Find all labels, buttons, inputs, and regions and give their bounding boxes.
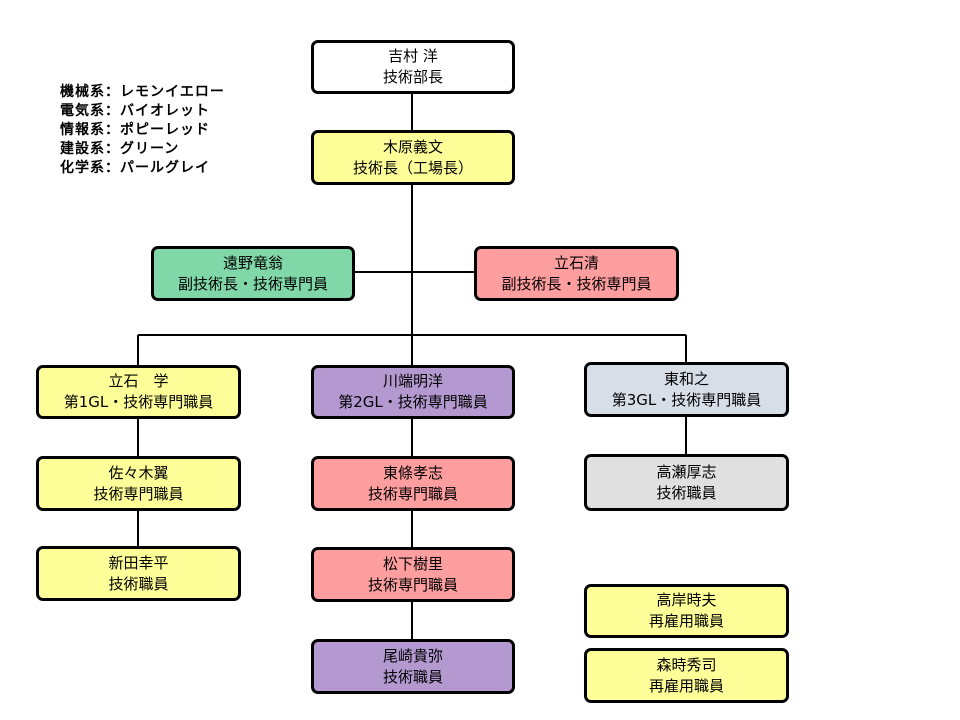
node-staff-tojo: 東條孝志 技術専門職員 bbox=[311, 456, 515, 511]
node-title: 第3GL・技術専門職員 bbox=[611, 390, 762, 409]
node-title: 第2GL・技術専門職員 bbox=[338, 393, 488, 411]
node-technical-director: 吉村 洋 技術部長 bbox=[311, 40, 515, 94]
node-title: 第1GL・技術専門職員 bbox=[63, 393, 214, 411]
node-name: 松下樹里 bbox=[382, 554, 443, 573]
node-staff-takase: 高瀬厚志 技術職員 bbox=[584, 454, 789, 511]
node-staff-ozaki: 尾崎貴弥 技術職員 bbox=[311, 639, 515, 694]
node-name: 森時秀司 bbox=[656, 655, 717, 674]
node-title: 技術専門職員 bbox=[93, 484, 184, 503]
node-name: 高瀬厚志 bbox=[656, 462, 717, 481]
node-name: 高岸時夫 bbox=[656, 591, 717, 609]
node-name: 川端明洋 bbox=[382, 372, 443, 390]
node-name: 吉村 洋 bbox=[388, 47, 438, 65]
node-title: 再雇用職員 bbox=[648, 612, 724, 630]
node-title: 技術長（工場長） bbox=[352, 158, 473, 177]
node-title: 技術職員 bbox=[382, 667, 443, 686]
node-group1-leader: 立石 学 第1GL・技術専門職員 bbox=[36, 365, 241, 419]
node-title: 技術専門職員 bbox=[367, 575, 458, 594]
legend-item-information: 情報系：ポピーレッド bbox=[60, 122, 210, 138]
node-name: 東和之 bbox=[663, 369, 709, 388]
legend-item-construction: 建設系：グリーン bbox=[60, 141, 180, 157]
node-name: 新田幸平 bbox=[108, 553, 169, 572]
node-name: 立石 学 bbox=[108, 372, 169, 390]
node-title: 副技術長・技術専門員 bbox=[501, 274, 652, 293]
node-deputy-chief-tono: 遠野竜翁 副技術長・技術専門員 bbox=[151, 246, 355, 301]
legend-item-mechanical: 機械系：レモンイエロー bbox=[60, 84, 225, 100]
node-name: 尾崎貴弥 bbox=[382, 646, 443, 665]
node-staff-nitta: 新田幸平 技術職員 bbox=[36, 546, 241, 601]
node-title: 技術職員 bbox=[656, 483, 717, 502]
node-name: 佐々木翼 bbox=[108, 463, 169, 482]
node-staff-takagishi: 高岸時夫 再雇用職員 bbox=[584, 584, 789, 638]
node-staff-mori: 森時秀司 再雇用職員 bbox=[584, 648, 789, 703]
node-title: 技術部長 bbox=[382, 68, 443, 86]
color-legend: 機械系：レモンイエロー 電気系：バイオレット 情報系：ポピーレッド 建設系：グリ… bbox=[60, 83, 225, 178]
node-staff-sasaki: 佐々木翼 技術専門職員 bbox=[36, 456, 241, 511]
node-group2-leader: 川端明洋 第2GL・技術専門職員 bbox=[311, 365, 515, 419]
node-deputy-chief-tateishi: 立石清 副技術長・技術専門員 bbox=[474, 246, 679, 301]
node-title: 技術専門職員 bbox=[367, 484, 458, 503]
node-title: 再雇用職員 bbox=[648, 676, 724, 695]
node-name: 東條孝志 bbox=[382, 463, 443, 482]
legend-item-chemical: 化学系：パールグレイ bbox=[60, 160, 210, 176]
node-title: 副技術長・技術専門員 bbox=[177, 274, 328, 293]
node-technical-chief: 木原義文 技術長（工場長） bbox=[311, 130, 515, 185]
node-name: 木原義文 bbox=[382, 137, 443, 156]
node-group3-leader: 東和之 第3GL・技術専門職員 bbox=[584, 362, 789, 417]
node-title: 技術職員 bbox=[108, 574, 169, 593]
node-staff-matsushita: 松下樹里 技術専門職員 bbox=[311, 547, 515, 602]
node-name: 遠野竜翁 bbox=[222, 253, 283, 272]
node-name: 立石清 bbox=[553, 253, 599, 272]
legend-item-electrical: 電気系：バイオレット bbox=[60, 103, 210, 119]
